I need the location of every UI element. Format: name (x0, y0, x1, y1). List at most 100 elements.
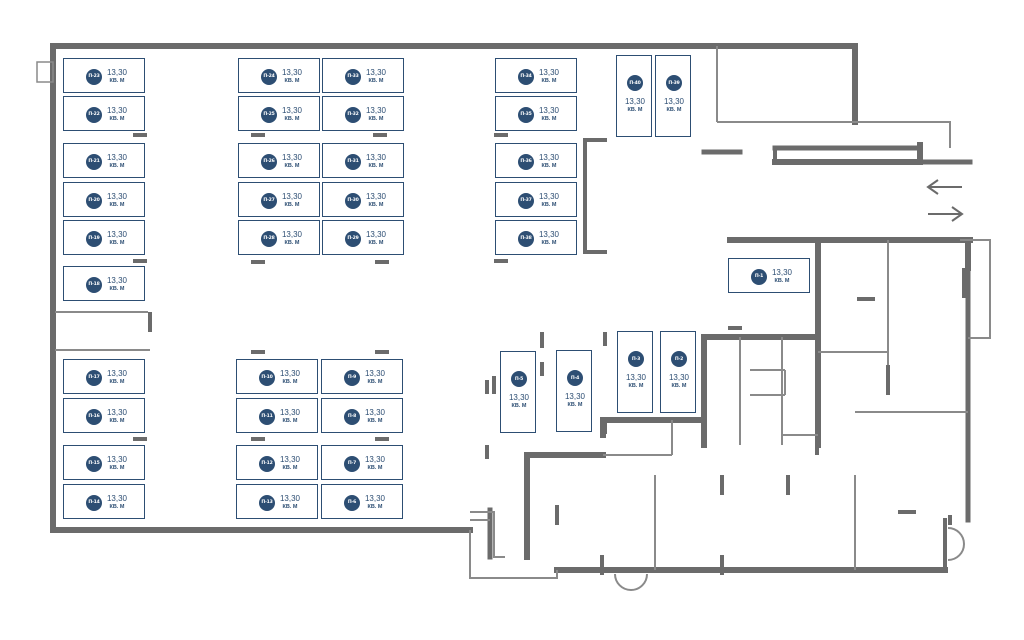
lot-area-unit: КВ. М (774, 278, 790, 284)
lot-number-badge: П-37 (518, 192, 534, 209)
lot-number-badge: П-21 (86, 153, 102, 170)
lot-number-badge: П-13 (259, 494, 275, 511)
lot-number-badge: П-23 (86, 68, 102, 85)
lot-area: 13,30 (279, 455, 301, 464)
lot-number-badge: П-1 (751, 268, 767, 285)
lot-area: 13,30 (364, 369, 386, 378)
lot-area-unit: КВ. М (282, 379, 298, 385)
lot-number-badge: П-11 (259, 408, 275, 425)
lot-area-unit: КВ. М (368, 202, 384, 208)
lot-area-unit: КВ. М (282, 465, 298, 471)
lot-number-badge: П-22 (86, 106, 102, 123)
lot-area: 13,30 (106, 455, 128, 464)
lot-area-unit: КВ. М (368, 116, 384, 122)
lot-area-unit: КВ. М (284, 202, 300, 208)
lot-area-unit: КВ. М (511, 403, 527, 409)
lot-number-badge: П-15 (86, 455, 102, 472)
lot-area: 13,30 (663, 97, 685, 106)
lot-area-unit: КВ. М (284, 240, 300, 246)
lot-area: 13,30 (365, 153, 387, 162)
lot-area-unit: КВ. М (109, 418, 125, 424)
lot-area: 13,30 (281, 153, 303, 162)
lot-number-badge: П-16 (86, 408, 102, 425)
lot-area: 13,30 (106, 68, 128, 77)
lot-area-unit: КВ. М (282, 504, 298, 510)
lot-area: 13,30 (538, 153, 560, 162)
lot-number-badge: П-6 (344, 494, 360, 511)
arrow-right-icon (928, 206, 964, 222)
lot-area: 13,30 (538, 230, 560, 239)
lot-area: 13,30 (364, 408, 386, 417)
lot-area-unit: КВ. М (368, 240, 384, 246)
lot-number-badge: П-27 (261, 192, 277, 209)
lot-area: 13,30 (106, 408, 128, 417)
lot-area-unit: КВ. М (628, 383, 644, 389)
lot-area: 13,30 (538, 106, 560, 115)
lot-area: 13,30 (106, 192, 128, 201)
lot-number-badge: П-4 (567, 370, 583, 386)
lot-number-badge: П-32 (345, 106, 361, 123)
lot-number-badge: П-19 (86, 230, 102, 247)
lot-number-badge: П-24 (261, 68, 277, 85)
lot-area-unit: КВ. М (541, 78, 557, 84)
lot-number-badge: П-20 (86, 192, 102, 209)
lot-area-unit: КВ. М (109, 286, 125, 292)
lot-number-badge: П-39 (666, 75, 682, 91)
lot-number-badge: П-28 (261, 230, 277, 247)
lot-area: 13,30 (281, 192, 303, 201)
lot-number-badge: П-14 (86, 494, 102, 511)
lot-number-badge: П-30 (345, 192, 361, 209)
lot-area: 13,30 (279, 494, 301, 503)
lot-area: 13,30 (508, 393, 530, 402)
lot-number-badge: П-38 (518, 230, 534, 247)
lot-area-unit: КВ. М (109, 379, 125, 385)
lot-number-badge: П-10 (259, 369, 275, 386)
lot-area: 13,30 (538, 192, 560, 201)
lot-area-unit: КВ. М (367, 504, 383, 510)
lot-area-unit: КВ. М (541, 163, 557, 169)
lot-area-unit: КВ. М (284, 78, 300, 84)
lot-number-badge: П-2 (671, 351, 687, 367)
lot-area-unit: КВ. М (367, 465, 383, 471)
